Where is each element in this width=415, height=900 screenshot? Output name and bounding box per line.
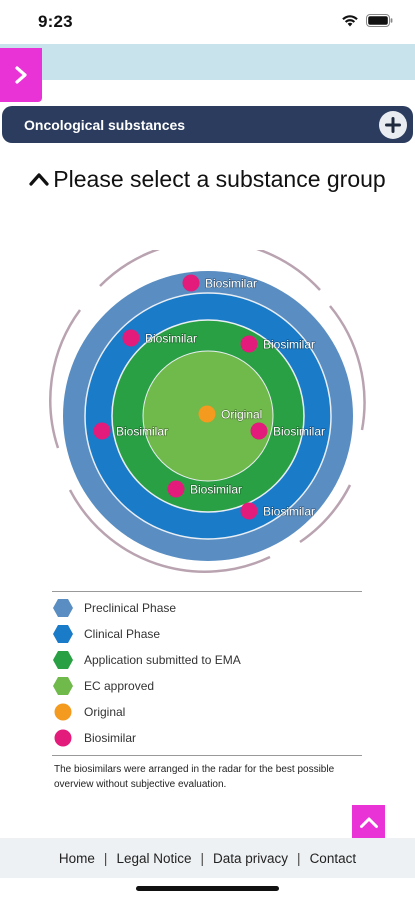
circle-icon [54,729,72,747]
original-marker[interactable]: Original [198,405,263,423]
footer-link-legal-notice[interactable]: Legal Notice [116,850,192,866]
status-time: 9:23 [38,12,73,31]
marker-dot[interactable] [122,329,140,347]
marker-dot[interactable] [240,502,258,520]
hexagon-icon [53,599,73,617]
legend-label: Original [84,705,126,719]
footer-separator: | [200,850,205,866]
legend-item-ec-approved: EC approved [52,673,362,699]
add-button[interactable] [379,110,407,139]
footer-link-home[interactable]: Home [58,850,95,866]
section-heading[interactable]: Please select a substance group [20,164,395,195]
home-indicator [136,886,279,891]
legend-label: Clinical Phase [84,627,161,641]
marker-label: Biosimilar [205,277,257,291]
footer: Home | Legal Notice | Data privacy | Con… [0,838,415,878]
status-icons [341,14,393,27]
status-bar: 9:23 [0,0,415,44]
biosimilar-marker[interactable]: Biosimilar [240,502,316,520]
marker-dot[interactable] [93,422,111,440]
legend-label: Biosimilar [84,731,137,745]
biosimilar-marker[interactable]: Biosimilar [93,422,169,440]
hexagon-icon [53,651,73,669]
outer-arcs [49,250,366,573]
footer-separator: | [297,850,301,866]
chevron-right-icon [15,66,27,84]
wifi-icon [342,15,358,27]
category-label: Oncological substances [24,116,186,133]
battery-icon [366,14,393,27]
top-banner [0,44,415,80]
footer-link-data-privacy[interactable]: Data privacy [213,850,289,866]
legend-item-clinical: Clinical Phase [52,621,362,647]
marker-label: Biosimilar [116,425,168,439]
marker-label: Biosimilar [263,338,315,352]
heading-text: Please select a substance group [53,166,386,192]
biosimilar-marker[interactable]: Biosimilar [250,422,326,440]
biosimilar-marker[interactable]: Biosimilar [167,480,243,498]
marker-dot[interactable] [240,335,258,353]
marker-label: Biosimilar [145,332,197,346]
footer-separator: | [103,850,108,866]
marker-dot[interactable] [182,274,200,292]
chevron-up-icon [29,173,49,186]
marker-dot[interactable] [250,422,268,440]
marker-label: Biosimilar [263,505,315,519]
biosimilar-marker[interactable]: Biosimilar [240,335,316,353]
marker-dot[interactable] [167,480,185,498]
biosimilar-marker[interactable]: Biosimilar [182,274,258,292]
biosimilar-marker[interactable]: Biosimilar [122,329,198,347]
footer-link-contact[interactable]: Contact [309,850,357,866]
circle-icon [54,703,72,721]
marker-label: Biosimilar [273,425,325,439]
legend: Preclinical Phase Clinical Phase Applica… [52,591,362,756]
hexagon-icon [53,677,73,695]
legend-item-biosimilar: Biosimilar [52,725,362,751]
legend-label: EC approved [84,679,155,693]
menu-toggle-button[interactable] [0,48,42,102]
category-bar[interactable]: Oncological substances [2,106,413,143]
footnote: The biosimilars were arranged in the rad… [54,764,335,790]
scroll-to-top-button[interactable] [352,805,385,838]
chevron-up-icon [359,817,378,828]
plus-icon [385,116,401,133]
marker-label: Biosimilar [190,483,242,497]
legend-item-ema: Application submitted to EMA [52,647,362,673]
legend-item-original: Original [52,699,362,725]
hexagon-icon [53,625,73,643]
legend-label: Preclinical Phase [84,601,177,615]
legend-item-preclinical: Preclinical Phase [52,595,362,621]
legend-label: Application submitted to EMA [84,653,241,667]
marker-label: Original [221,408,262,422]
marker-dot[interactable] [198,405,216,423]
